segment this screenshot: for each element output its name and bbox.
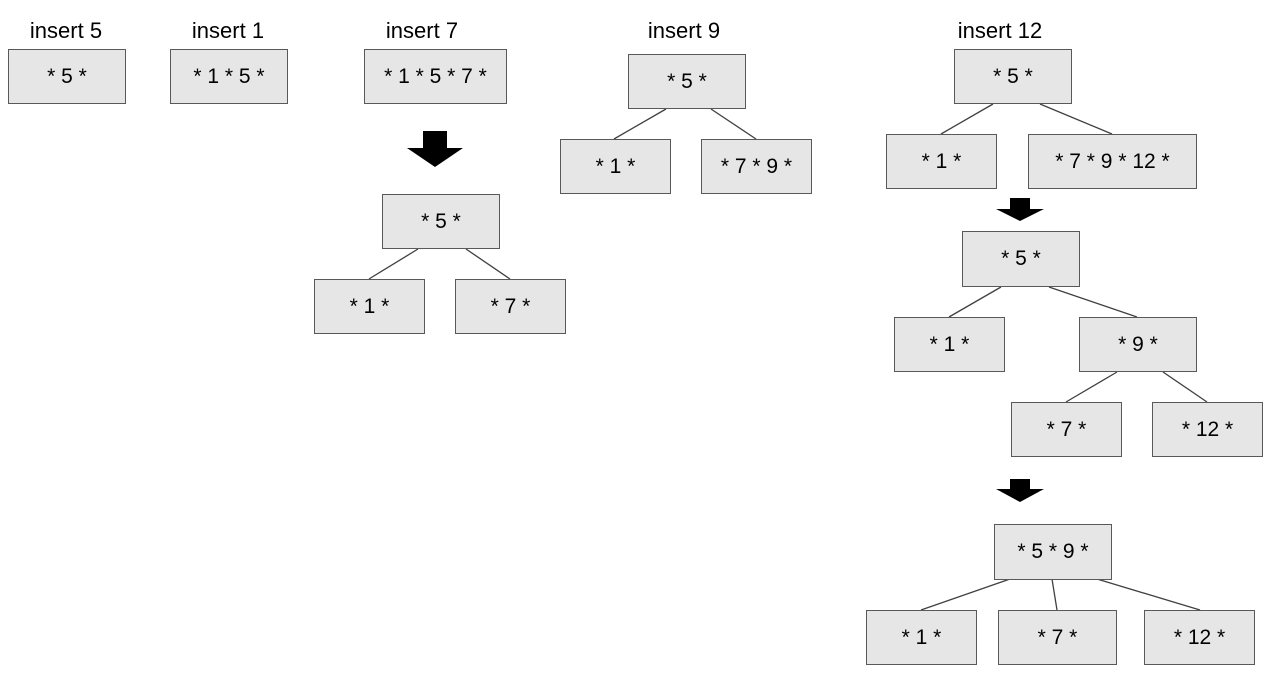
tree-node: * 9 *: [1079, 317, 1197, 372]
tree-edge: [368, 248, 419, 280]
tree-node: * 1 *: [314, 279, 425, 334]
tree-node: * 1 *: [560, 139, 671, 194]
tree-edge: [1162, 371, 1208, 403]
tree-edge: [710, 108, 757, 140]
step-caption: insert 9: [647, 18, 721, 43]
tree-edge: [1051, 578, 1058, 611]
tree-node: * 1 *: [866, 610, 977, 665]
tree-edge: [1096, 578, 1201, 611]
step-caption: insert 12: [957, 18, 1043, 43]
tree-edge: [1065, 371, 1118, 403]
down-arrow-icon: [407, 131, 463, 167]
tree-node: * 5 *: [962, 231, 1080, 287]
tree-node: * 5 *: [8, 49, 126, 104]
tree-node: * 5 *: [382, 194, 500, 249]
tree-edge: [613, 108, 667, 140]
tree-node: * 7 *: [455, 279, 566, 334]
down-arrow-icon: [996, 198, 1044, 221]
tree-edge: [1048, 286, 1138, 318]
tree-edge: [920, 578, 1011, 611]
tree-node: * 5 * 9 *: [994, 524, 1112, 580]
tree-node: * 1 *: [886, 134, 997, 189]
tree-node: * 7 *: [998, 610, 1117, 665]
tree-node: * 1 * 5 * 7 *: [364, 49, 507, 104]
step-caption: insert 1: [191, 18, 265, 43]
tree-node: * 5 *: [628, 54, 746, 109]
tree-node: * 1 *: [894, 317, 1005, 372]
step-caption: insert 5: [29, 18, 103, 43]
tree-node: * 7 * 9 * 12 *: [1028, 134, 1197, 189]
tree-node: * 5 *: [954, 49, 1072, 104]
tree-edge: [465, 248, 511, 280]
tree-node: * 7 *: [1011, 402, 1122, 457]
tree-node: * 12 *: [1152, 402, 1263, 457]
tree-edge: [1039, 103, 1113, 135]
tree-edge: [948, 286, 1002, 318]
tree-node: * 7 * 9 *: [701, 139, 812, 194]
tree-node: * 12 *: [1144, 610, 1255, 665]
down-arrow-icon: [996, 479, 1044, 502]
tree-node: * 1 * 5 *: [170, 49, 288, 104]
tree-edge: [940, 103, 994, 135]
step-caption: insert 7: [385, 18, 459, 43]
